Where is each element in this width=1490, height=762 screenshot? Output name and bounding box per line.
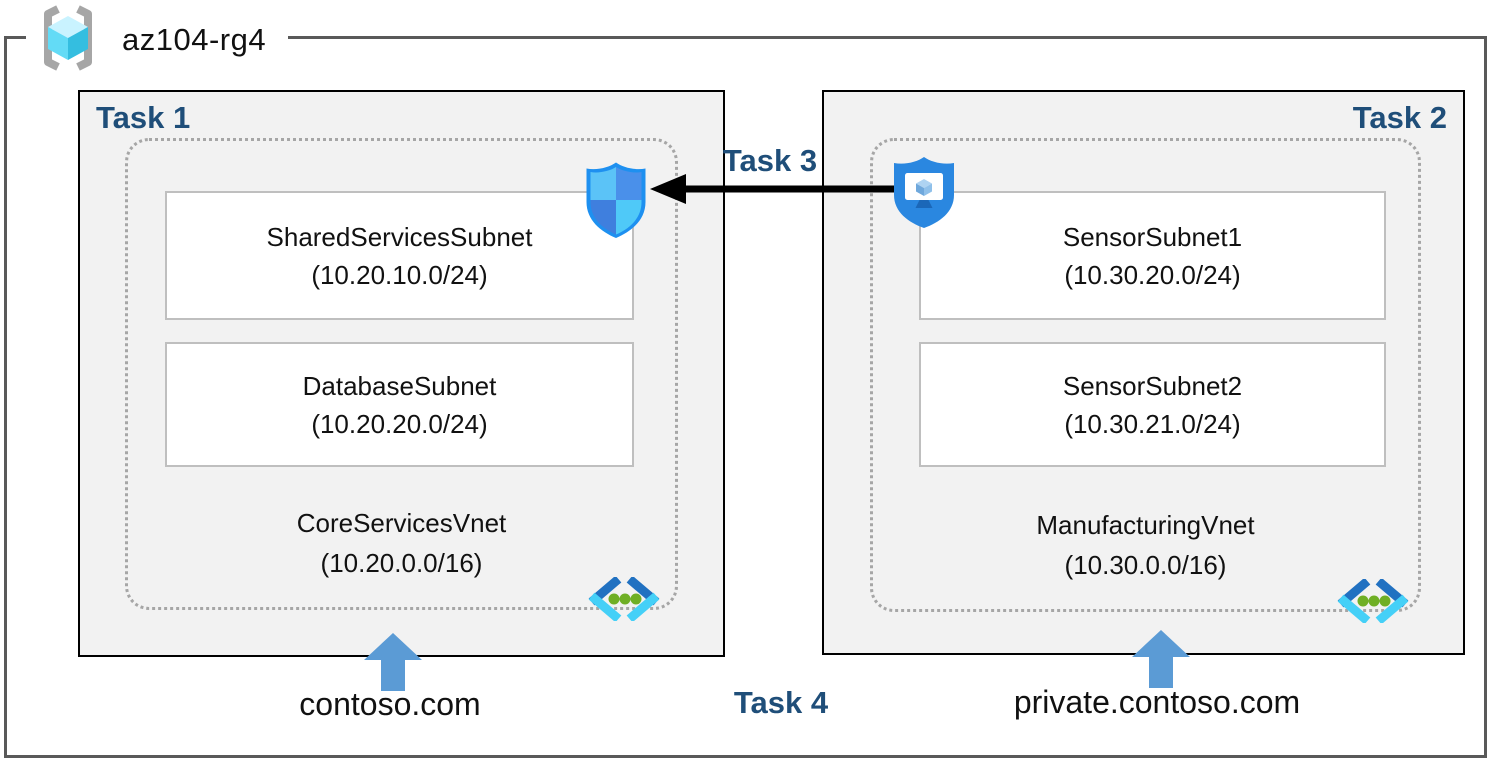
vnet-name: CoreServicesVnet (296, 508, 507, 538)
dns-zone-label-contoso: contoso.com (299, 686, 481, 722)
manufacturing-vnet-boundary: SensorSubnet1 (10.30.20.0/24) SensorSubn… (870, 138, 1421, 625)
black-left-arrow (646, 170, 896, 213)
blue-up-arrow (361, 633, 425, 696)
virtual-network-icon (1336, 577, 1410, 628)
subnet-cidr: (10.30.21.0/24) (1064, 408, 1241, 439)
subnet-name: SensorSubnet2 (1062, 370, 1243, 401)
resource-group-header: az104-rg4 (26, 2, 289, 79)
subnet-cidr: (10.20.10.0/24) (311, 259, 488, 290)
subnet-box-sensor1: SensorSubnet1 (10.30.20.0/24) (919, 191, 1386, 320)
virtual-network-icon (587, 575, 661, 626)
subnet-name: SharedServicesSubnet (266, 221, 533, 252)
task2-label: Task 2 (1352, 100, 1447, 135)
resource-group-icon (32, 2, 104, 79)
subnet-box-database: DatabaseSubnet (10.20.20.0/24) (165, 342, 634, 467)
bastion-shield-monitor-icon (890, 155, 958, 234)
resource-group-name: az104-rg4 (122, 22, 267, 57)
subnet-box-sensor2: SensorSubnet2 (10.30.21.0/24) (919, 342, 1386, 467)
task3-label: Task 3 (722, 143, 818, 178)
manufacturing-vnet-label: ManufacturingVnet (10.30.0.0/16) (873, 505, 1418, 585)
task4-label: Task 4 (733, 685, 829, 720)
vnet-cidr: (10.30.0.0/16) (1064, 550, 1227, 580)
vnet-name: ManufacturingVnet (1036, 510, 1255, 540)
dns-zone-label-private-contoso: private.contoso.com (1013, 684, 1301, 720)
subnet-name: SensorSubnet1 (1062, 221, 1243, 252)
core-services-vnet-boundary: SharedServicesSubnet (10.20.10.0/24) Dat… (125, 138, 678, 623)
resource-group-frame (4, 36, 1487, 758)
task1-label: Task 1 (96, 100, 191, 135)
subnet-cidr: (10.30.20.0/24) (1064, 259, 1241, 290)
subnet-cidr: (10.20.20.0/24) (311, 408, 488, 439)
vnet-cidr: (10.20.0.0/16) (320, 548, 483, 578)
blue-up-arrow (1129, 630, 1193, 693)
core-services-vnet-label: CoreServicesVnet (10.20.0.0/16) (128, 503, 675, 583)
subnet-box-shared-services: SharedServicesSubnet (10.20.10.0/24) (165, 191, 634, 320)
network-security-group-shield-icon (583, 160, 649, 245)
subnet-name: DatabaseSubnet (302, 370, 497, 401)
